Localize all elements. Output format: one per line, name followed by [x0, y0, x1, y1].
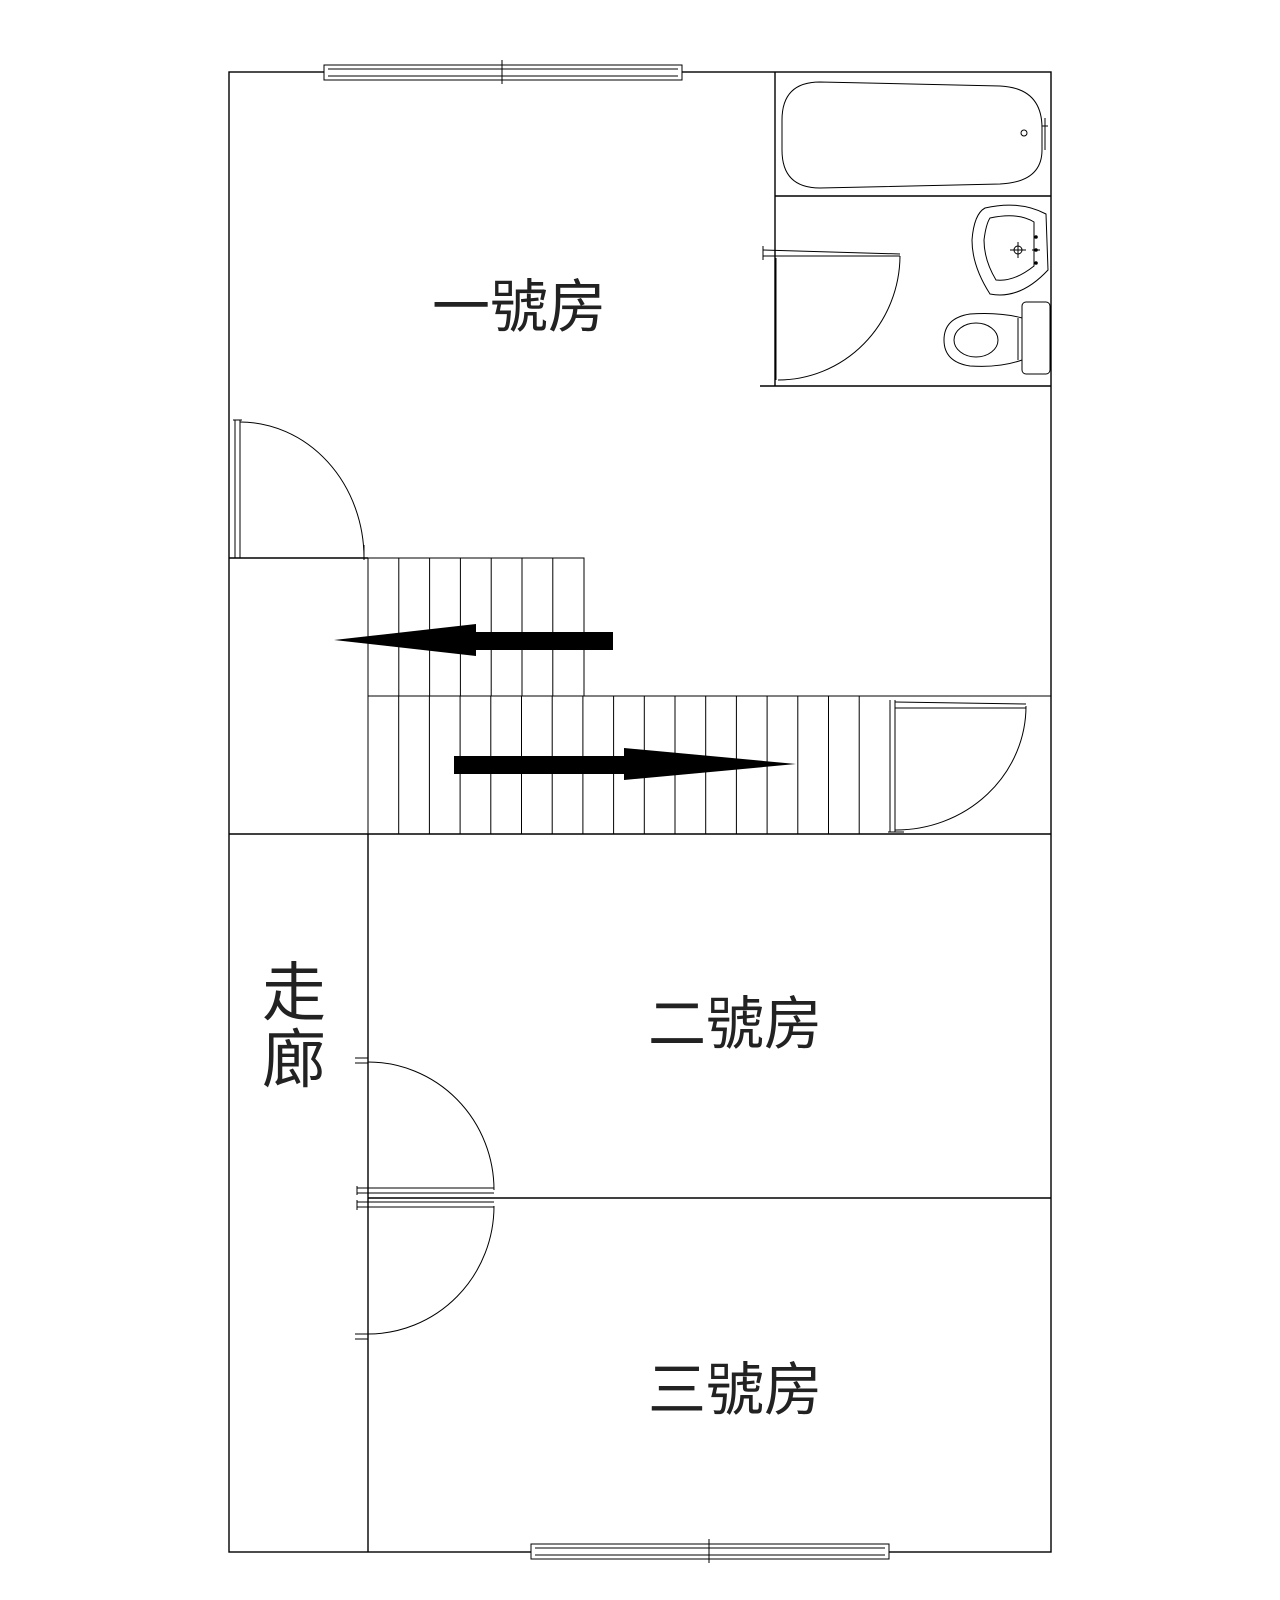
corridor-label-line1: 走 [262, 957, 326, 1031]
door-swing-icon [355, 1057, 495, 1195]
stair-arrow-icon [454, 748, 796, 780]
staircase [367, 557, 1052, 835]
corridor-label-line2: 廊 [262, 1024, 326, 1098]
lower-walls [229, 833, 1051, 1552]
room3-label: 三號房 [648, 1356, 822, 1424]
bathroom [760, 72, 1051, 387]
bathtub-icon [781, 81, 1048, 189]
door-swing-icon [762, 246, 901, 381]
room1-label: 一號房 [432, 273, 606, 341]
stair-arrow-icon [334, 624, 613, 656]
room2-label: 二號房 [648, 990, 822, 1058]
window-icon [323, 60, 683, 84]
window-icon [530, 1539, 890, 1563]
sink-icon [971, 204, 1049, 296]
door-swing-icon [888, 700, 1027, 833]
toilet-icon [943, 301, 1051, 375]
room1-door [229, 419, 368, 560]
door-swing-icon [355, 1200, 495, 1340]
outer-walls [228, 71, 1052, 1553]
